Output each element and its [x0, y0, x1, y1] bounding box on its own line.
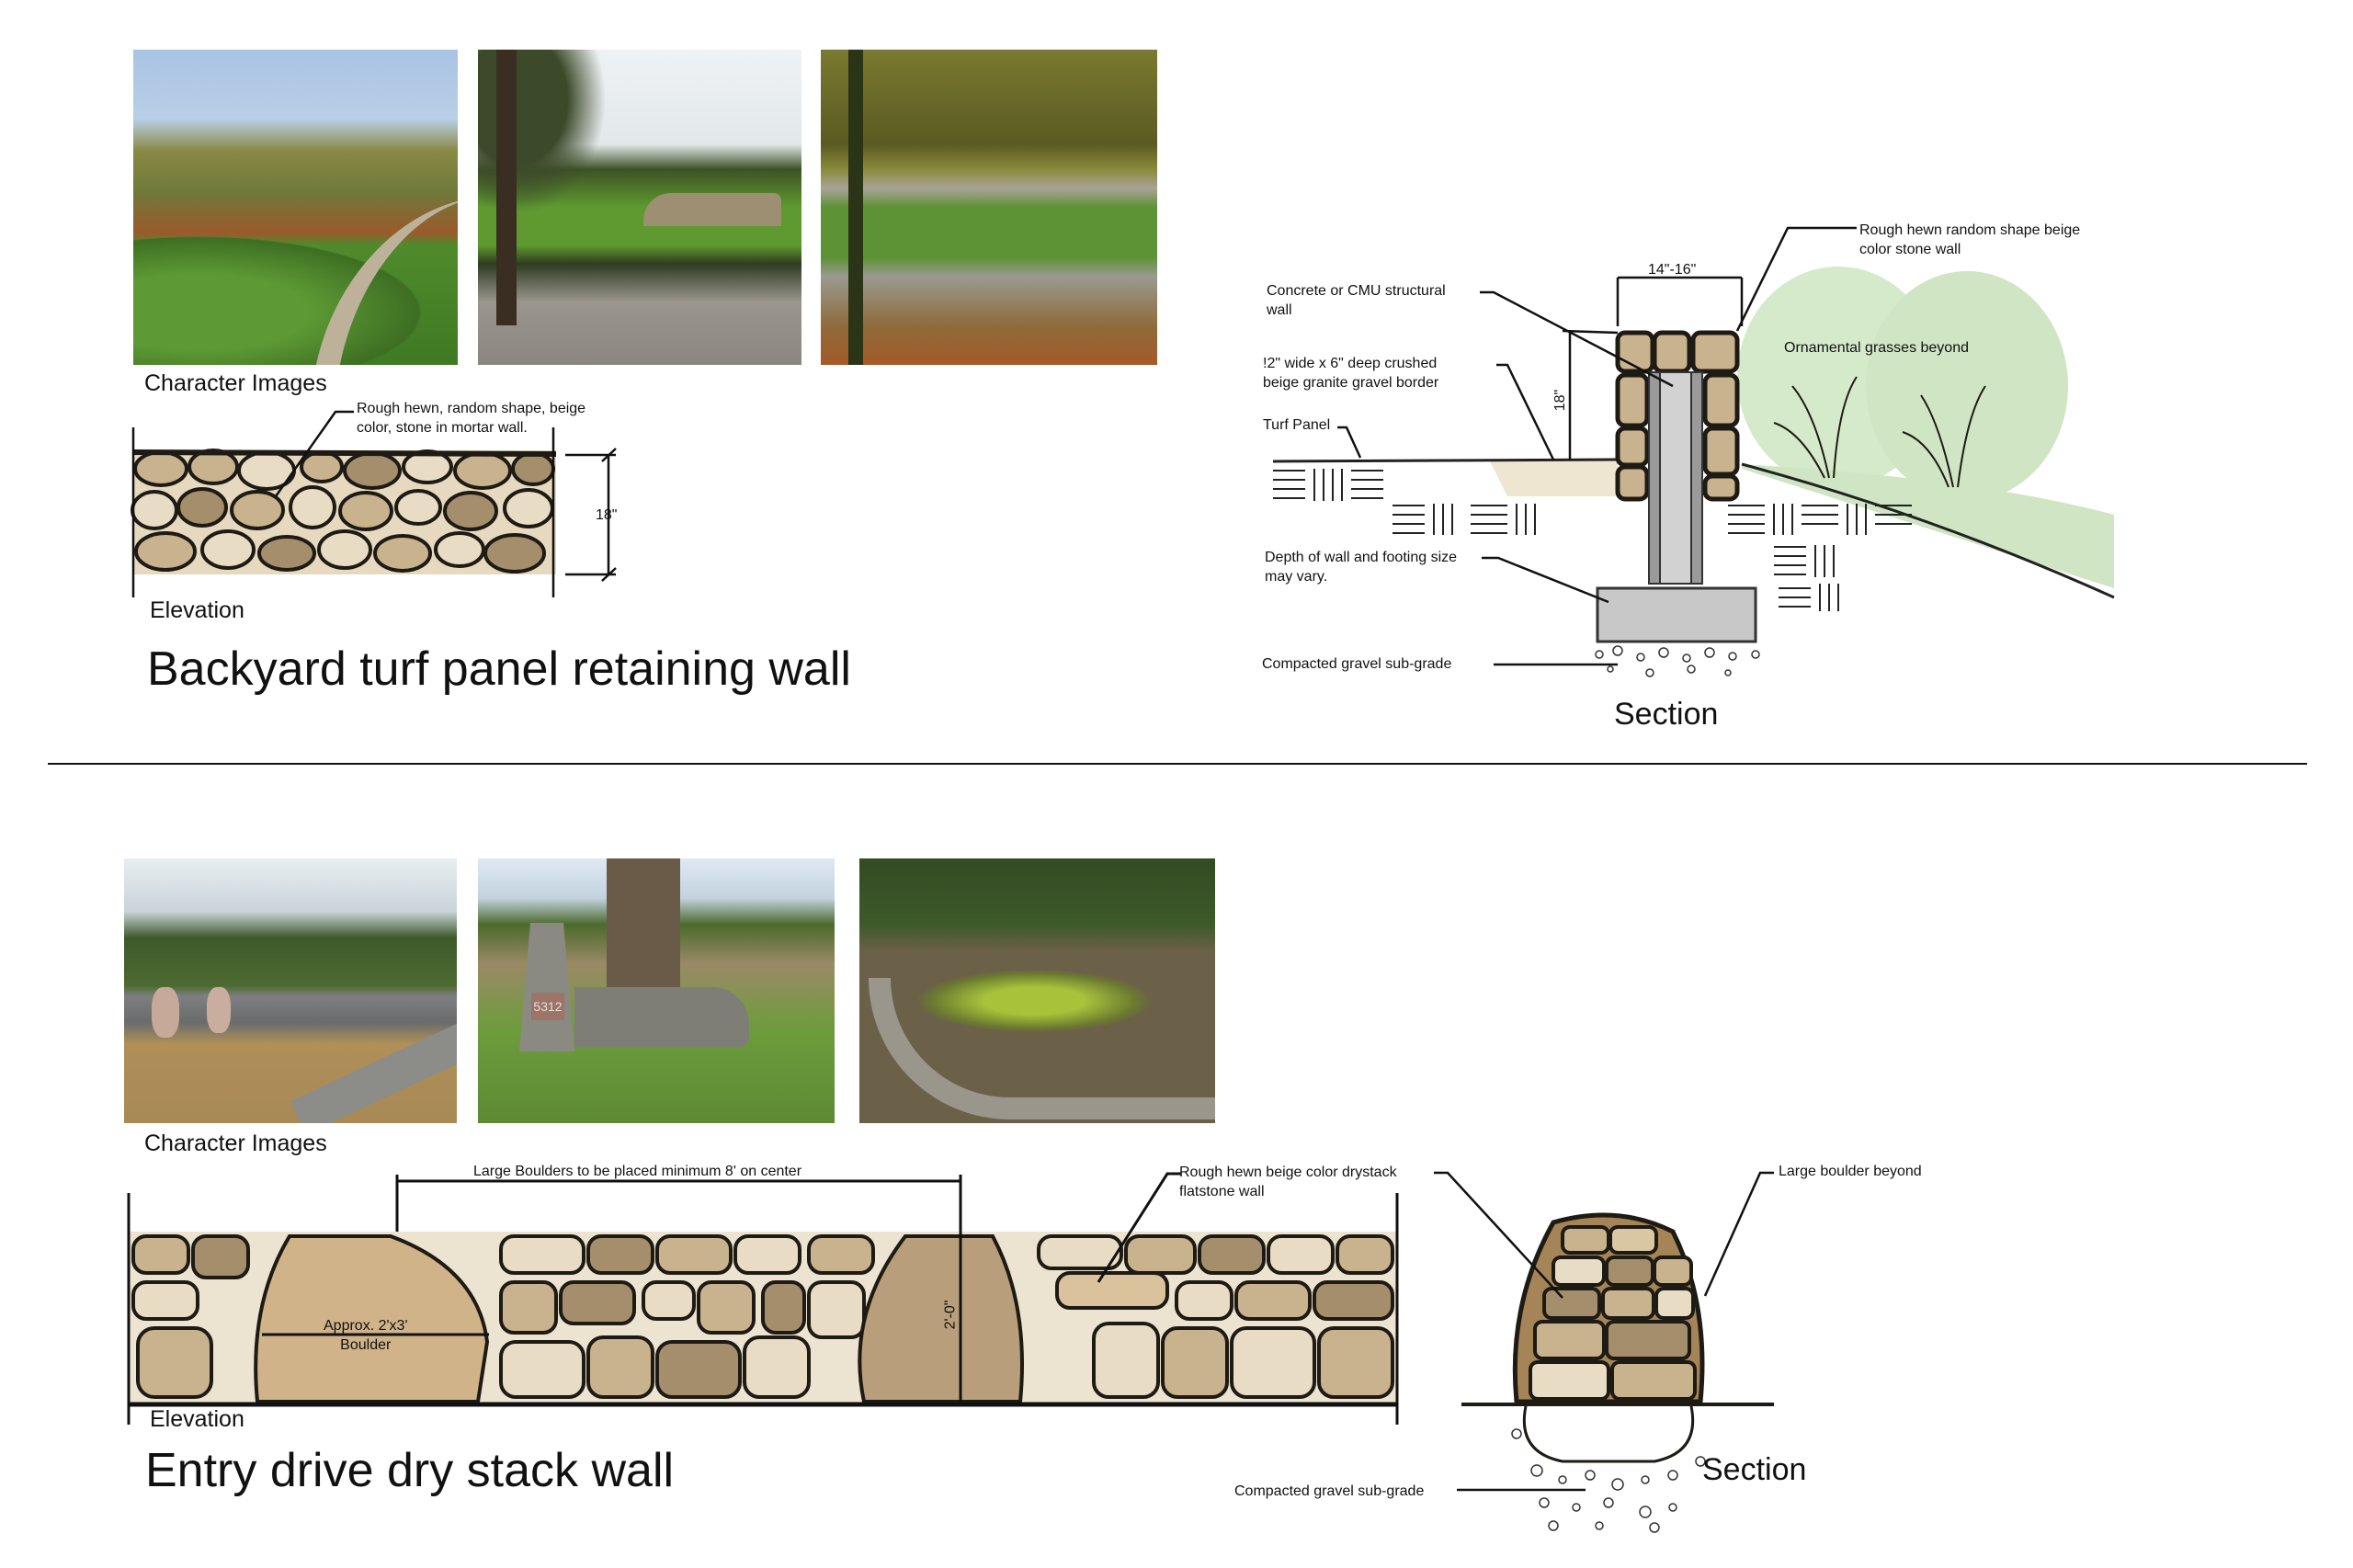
ornamental-grasses	[1737, 267, 2114, 588]
section-dimension-height: 18"	[1552, 389, 1569, 412]
character-photo-6	[859, 858, 1215, 1123]
section-leaders-bottom	[1434, 1171, 1774, 1492]
section-callout-footing-depth: Depth of wall and footing size may vary.	[1265, 550, 1458, 585]
section-gravel	[1511, 1428, 1706, 1533]
drystack-wall-callout: Rough hewn beige color drystack flatston…	[1179, 1165, 1397, 1199]
flatstones	[131, 1234, 1394, 1403]
slope-line	[1741, 462, 2115, 599]
section-flatstones	[1529, 1225, 1697, 1401]
section-title: Entry drive dry stack wall	[145, 1444, 675, 1497]
elevation-dimension-lines	[131, 410, 617, 597]
section-callout-gravel-subgrade: Compacted gravel sub-grade	[1262, 656, 1452, 672]
gravel-base-outline	[1522, 1405, 1695, 1463]
gravel-border	[1489, 460, 1618, 496]
character-photo-2	[478, 50, 801, 365]
elevation-label: Elevation	[150, 597, 244, 623]
section-callout-gravel-subgrade: Compacted gravel sub-grade	[1234, 1483, 1425, 1499]
address-plaque: 5312	[531, 993, 564, 1020]
section-dimension-width: 14"-16"	[1648, 262, 1697, 278]
soil-hatching	[1273, 469, 1912, 611]
elevation-label: Elevation	[150, 1406, 244, 1432]
section-callout-large-boulder: Large boulder beyond	[1779, 1164, 1922, 1179]
character-photo-3	[821, 50, 1157, 365]
character-images-label: Character Images	[144, 370, 327, 396]
section-label: Section	[1702, 1452, 1807, 1487]
boulder-size-note: Approx. 2'x3' Boulder	[324, 1318, 408, 1353]
section-callout-gravel-border: !2" wide x 6" deep crushed beige granite…	[1263, 356, 1439, 391]
cmu-core	[1648, 371, 1703, 585]
section-callout-turf-panel: Turf Panel	[1263, 417, 1331, 433]
elevation-callout: Rough hewn, random shape, beige color, s…	[357, 401, 586, 436]
elevation-stones	[131, 449, 557, 574]
section-label: Section	[1614, 697, 1719, 732]
concrete-footing	[1596, 586, 1757, 643]
section-callout-cmu-wall: Concrete or CMU structural wall	[1267, 283, 1446, 318]
turf-line	[1272, 458, 1619, 463]
character-photo-4	[124, 858, 457, 1123]
character-photo-1	[133, 50, 458, 365]
section-divider	[48, 763, 2307, 765]
elevation-dimension-18: 18"	[596, 507, 618, 523]
character-images-label: Character Images	[144, 1131, 327, 1156]
drystack-dimension-lines	[127, 1172, 1399, 1425]
section-title: Backyard turf panel retaining wall	[147, 642, 851, 696]
boulder-height-dimension: 2'-0"	[942, 1300, 959, 1330]
boulder-spacing-note: Large Boulders to be placed minimum 8' o…	[473, 1164, 802, 1179]
character-photo-5: 5312	[478, 858, 835, 1123]
stone-veneer	[1615, 330, 1740, 502]
gravel-subgrade	[1595, 645, 1760, 677]
large-boulder-beyond	[1512, 1212, 1705, 1404]
section-callout-ornamental-grasses: Ornamental grasses beyond	[1784, 340, 1969, 356]
section-callout-stone-wall: Rough hewn random shape beige color ston…	[1859, 222, 2081, 257]
